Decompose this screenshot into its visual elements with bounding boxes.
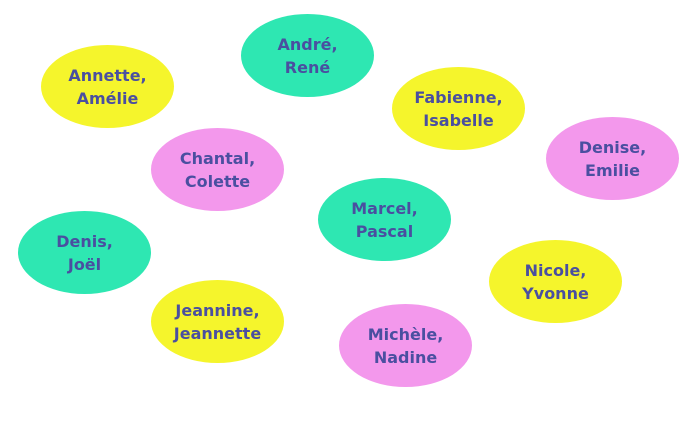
oval-line-2: Colette: [184, 171, 251, 191]
name-oval-denis-joel[interactable]: Denis, Joël: [18, 211, 151, 294]
name-oval-annette-amelie[interactable]: Annette, Amélie: [41, 45, 174, 128]
name-oval-fabienne-isabelle[interactable]: Fabienne, Isabelle: [392, 67, 525, 150]
oval-line-1: Fabienne,: [414, 87, 503, 107]
name-oval-andre-rene[interactable]: André, René: [241, 14, 374, 97]
name-oval-chantal-colette[interactable]: Chantal, Colette: [151, 128, 284, 211]
oval-line-2: Isabelle: [423, 110, 494, 130]
oval-line-2: Joël: [67, 254, 102, 274]
oval-line-2: Yvonne: [522, 283, 589, 303]
name-oval-michele-nadine[interactable]: Michèle, Nadine: [339, 304, 472, 387]
oval-line-1: Nicole,: [524, 260, 587, 280]
oval-line-2: René: [284, 57, 331, 77]
oval-line-2: Jeannette: [173, 323, 262, 343]
oval-line-1: Marcel,: [351, 198, 418, 218]
name-oval-marcel-pascal[interactable]: Marcel, Pascal: [318, 178, 451, 261]
name-oval-jeannine-jeannette[interactable]: Jeannine, Jeannette: [151, 280, 284, 363]
oval-line-1: Denise,: [578, 137, 647, 157]
oval-line-1: Michèle,: [367, 324, 444, 344]
oval-line-2: Amélie: [76, 88, 139, 108]
oval-line-1: Chantal,: [179, 148, 256, 168]
oval-line-1: Denis,: [56, 231, 113, 251]
name-oval-denise-emilie[interactable]: Denise, Emilie: [546, 117, 679, 200]
oval-line-2: Nadine: [373, 347, 438, 367]
name-oval-nicole-yvonne[interactable]: Nicole, Yvonne: [489, 240, 622, 323]
oval-line-2: Pascal: [355, 221, 414, 241]
oval-line-2: Emilie: [585, 160, 640, 180]
oval-line-1: André,: [277, 34, 338, 54]
oval-line-1: Jeannine,: [175, 300, 260, 320]
oval-line-1: Annette,: [68, 65, 147, 85]
